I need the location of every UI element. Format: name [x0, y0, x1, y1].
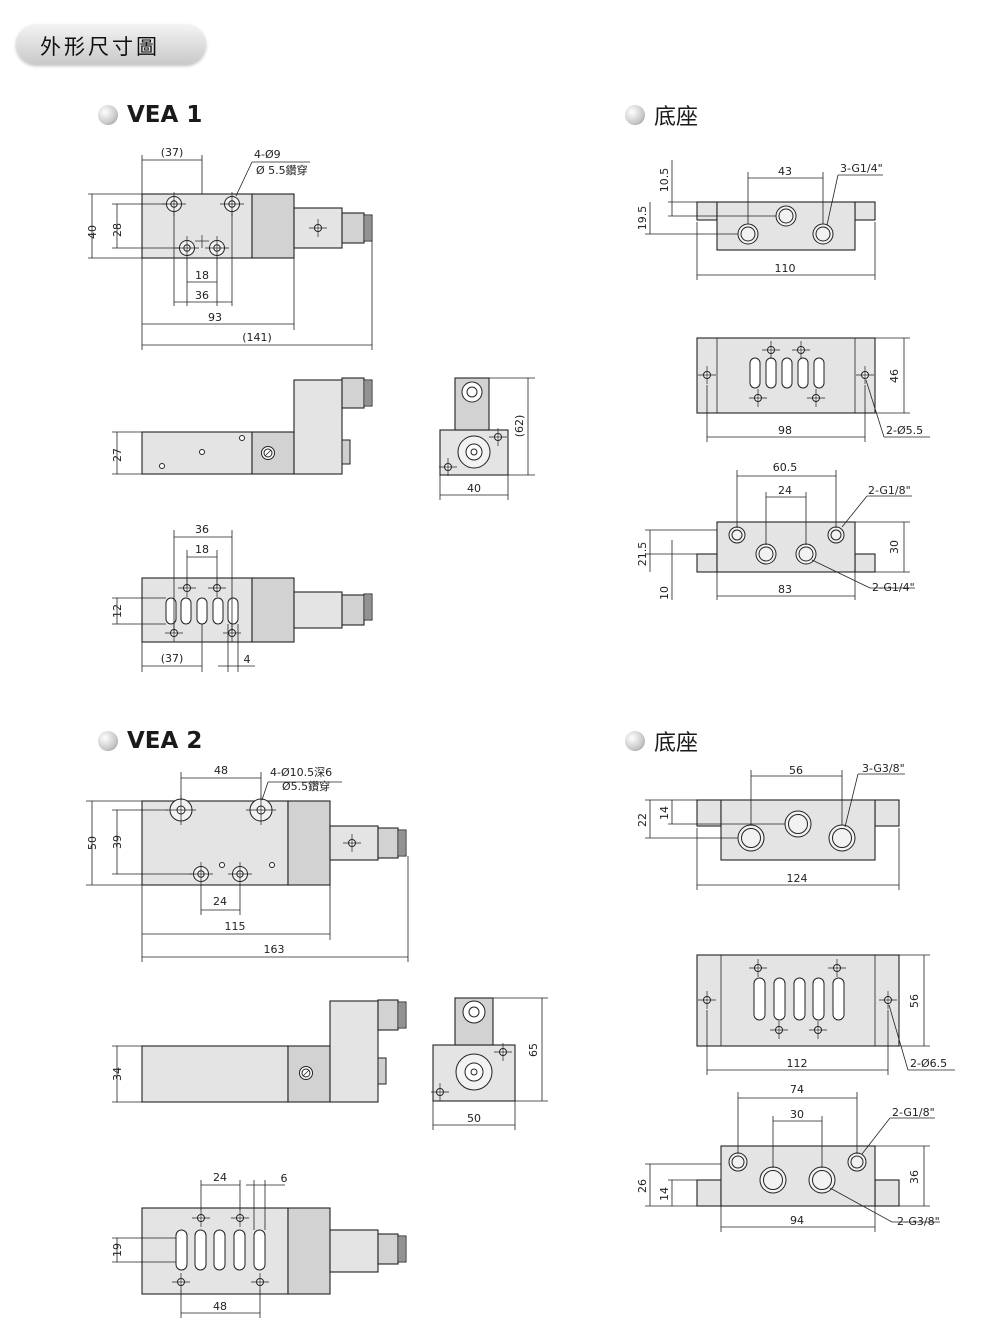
dim-label: 83	[778, 583, 792, 596]
dim-label: 110	[775, 262, 796, 275]
dim-label: 34	[111, 1067, 124, 1081]
dim-label: 24	[213, 1171, 227, 1184]
page-title-badge: 外形尺寸圖	[16, 24, 206, 64]
bullet-icon	[98, 105, 118, 125]
dim-label: 30	[790, 1108, 804, 1121]
dim-label: 27	[111, 448, 124, 462]
hole-note: 2-Ø6.5	[910, 1057, 947, 1070]
base2-bottom-view: 74 30 2-G1/8" 26 14 36 94 2-G3/8"	[636, 1083, 940, 1232]
dim-label: 10	[658, 586, 671, 600]
dim-label: 65	[527, 1043, 540, 1057]
base1-bottom-view: 60.5 24 2-G1/8" 21.5 10 30 83 2-G1/4"	[636, 461, 915, 600]
dim-label: 112	[787, 1057, 808, 1070]
dim-label: 74	[790, 1083, 804, 1096]
hole-note: 4-Ø10.5深6	[270, 766, 332, 779]
dim-label: 36	[195, 523, 209, 536]
dim-label: 22	[636, 813, 649, 827]
hole-note: 4-Ø9	[254, 148, 281, 161]
port-note: 3-G3/8"	[862, 762, 905, 775]
section-base2-title: 底座	[654, 731, 699, 756]
base1-front-view: 10.5 19.5 43 3-G1/4" 110	[636, 160, 883, 280]
section-vea1-header: VEA 1	[98, 100, 202, 130]
page-title: 外形尺寸圖	[40, 35, 160, 59]
base2-top-view: 56 112 2-Ø6.5	[696, 954, 955, 1075]
dim-label: 36	[195, 289, 209, 302]
dim-label: 56	[908, 994, 921, 1008]
hole-note: Ø5.5鑽穿	[282, 779, 330, 793]
dim-label: 60.5	[773, 461, 798, 474]
dim-label: 46	[888, 369, 901, 383]
dim-label: (37)	[161, 146, 184, 159]
vea1-top-view: (37) 4-Ø9 Ø 5.5鑽穿 40 28 18 36 93 (141)	[86, 146, 373, 350]
dim-label: 50	[467, 1112, 481, 1125]
section-vea1-title: VEA 1	[127, 102, 203, 128]
dim-label: 18	[195, 269, 209, 282]
port-note: 2-G3/8"	[897, 1215, 940, 1228]
dim-label: 30	[888, 540, 901, 554]
dim-label: 10.5	[658, 168, 671, 193]
dim-label: 50	[86, 836, 99, 850]
hole-note: Ø 5.5鑽穿	[256, 163, 308, 177]
dim-label: (37)	[161, 652, 184, 665]
base2-front-view: 22 14 56 3-G3/8" 124	[636, 762, 905, 890]
vea2-end-view: 65 50	[430, 997, 548, 1130]
dim-label: 94	[790, 1214, 804, 1227]
dim-label: 19.5	[636, 206, 649, 231]
port-note: 2-G1/8"	[868, 484, 911, 497]
vea1-bottom-view: 36 18 12 (37) 4	[111, 523, 373, 672]
vea2-bottom-view: 24 6 19 48	[111, 1171, 407, 1318]
dim-label: 28	[111, 223, 124, 237]
dim-label: 21.5	[636, 542, 649, 567]
section-vea2-header: VEA 2	[98, 726, 202, 756]
vea1-side-view: 27	[111, 377, 373, 475]
dim-label: 39	[111, 835, 124, 849]
dim-label: 93	[208, 311, 222, 324]
section-base2-header: 底座	[625, 726, 698, 756]
section-base1-title: 底座	[654, 105, 699, 130]
dim-label: 14	[658, 1187, 671, 1201]
dim-label: (62)	[513, 415, 526, 438]
dim-label: 36	[908, 1170, 921, 1184]
port-note: 2-G1/8"	[892, 1106, 935, 1119]
bullet-icon	[625, 731, 645, 751]
dim-label: 98	[778, 424, 792, 437]
port-note: 3-G1/4"	[840, 162, 883, 175]
dim-label: 4	[244, 653, 251, 666]
bullet-icon	[98, 731, 118, 751]
dim-label: 43	[778, 165, 792, 178]
dim-label: 115	[225, 920, 246, 933]
port-note: 2-G1/4"	[872, 581, 915, 594]
section-vea2-title: VEA 2	[127, 728, 203, 754]
dim-label: 124	[787, 872, 808, 885]
hole-note: 2-Ø5.5	[886, 424, 923, 437]
dim-label: 48	[213, 1300, 227, 1313]
base1-top-view: 46 98 2-Ø5.5	[696, 337, 930, 442]
vea2-side-view: 34	[111, 999, 407, 1103]
bullet-icon	[625, 105, 645, 125]
dim-label: (141)	[242, 331, 272, 344]
dim-label: 56	[789, 764, 803, 777]
dim-label: 40	[86, 225, 99, 239]
dim-label: 163	[264, 943, 285, 956]
dim-label: 14	[658, 806, 671, 820]
dim-label: 48	[214, 764, 228, 777]
vea2-top-view: 48 4-Ø10.5深6 Ø5.5鑽穿 50 39 24 115 163	[86, 764, 409, 962]
dim-label: 40	[467, 482, 481, 495]
dim-label: 24	[778, 484, 792, 497]
section-base1-header: 底座	[625, 100, 698, 130]
dim-label: 12	[111, 604, 124, 618]
dim-label: 18	[195, 543, 209, 556]
dim-label: 6	[281, 1172, 288, 1185]
dim-label: 26	[636, 1179, 649, 1193]
dim-label: 19	[111, 1243, 124, 1257]
vea1-end-view: (62) 40	[438, 377, 535, 500]
dim-label: 24	[213, 895, 227, 908]
